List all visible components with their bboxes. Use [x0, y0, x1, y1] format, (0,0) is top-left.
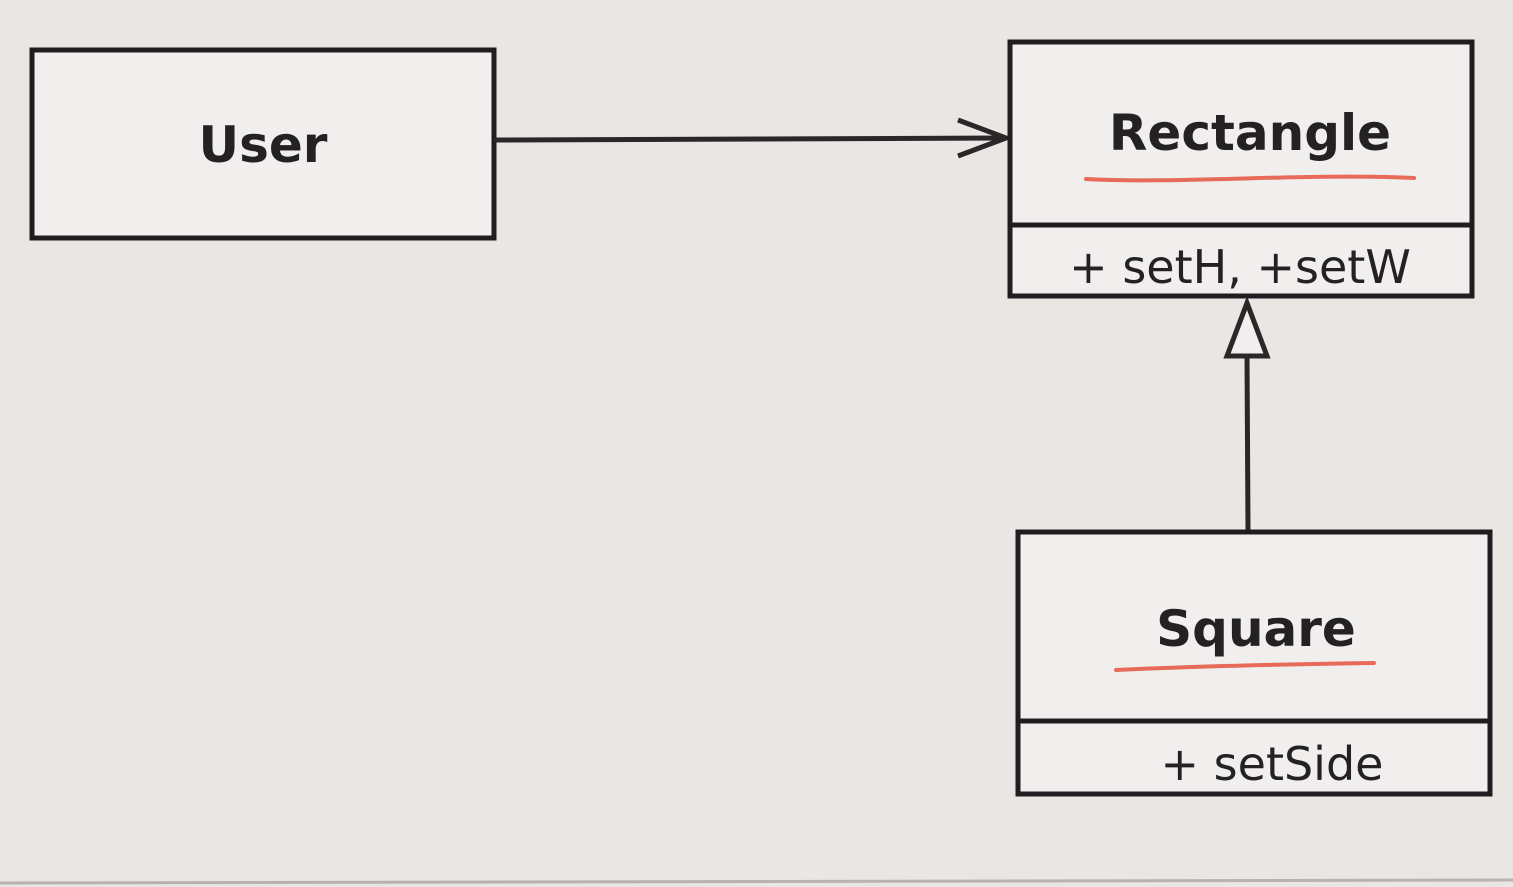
user-box-label: User — [199, 116, 328, 174]
page-edge-line — [0, 878, 1513, 885]
user-box-frame — [29, 47, 497, 241]
generalization-line — [1244, 355, 1251, 531]
square-class-frame — [1015, 529, 1493, 797]
association-arrow — [493, 117, 1014, 159]
generalization-arrow — [1223, 295, 1271, 531]
hollow-triangle-arrowhead-icon — [1223, 295, 1271, 359]
square-class-box: Square + setSide — [1015, 529, 1493, 797]
square-name-underline — [1114, 661, 1376, 672]
rectangle-class-box: Rectangle + setH, +setW — [1007, 39, 1475, 299]
square-class-methods: + setSide — [1161, 737, 1384, 791]
association-line — [493, 135, 1006, 143]
open-arrowhead-icon — [957, 117, 1014, 159]
rectangle-name-underline — [1084, 174, 1416, 183]
rectangle-class-name: Rectangle — [1109, 104, 1391, 162]
user-box: User — [29, 47, 497, 241]
rectangle-class-frame — [1007, 39, 1475, 299]
rectangle-class-methods: + setH, +setW — [1069, 240, 1411, 294]
square-class-name: Square — [1156, 600, 1356, 658]
